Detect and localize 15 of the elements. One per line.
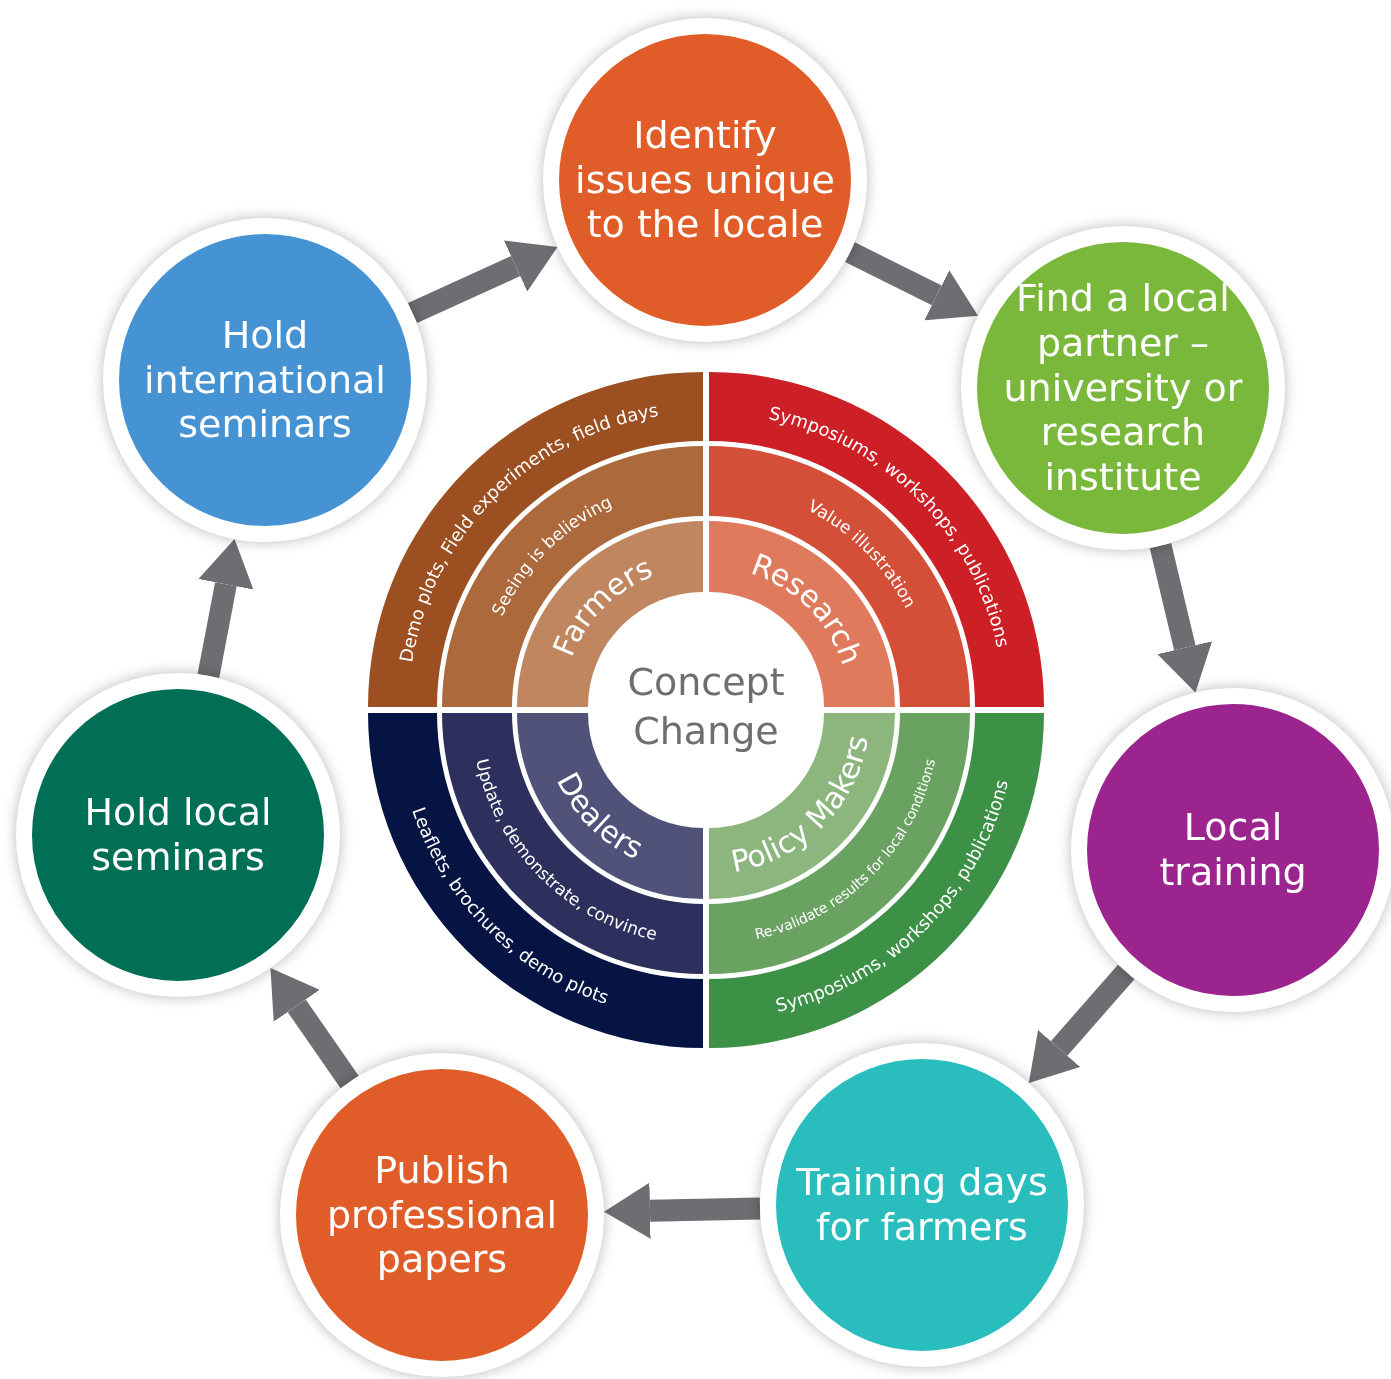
step-label: Find a local partner – university or research institute [1002,275,1244,501]
arrow [407,240,558,323]
step-label: Hold local seminars [83,790,273,880]
arrow [1149,543,1213,693]
center-label: Concept Change [626,660,785,756]
step-label: Identify issues unique to the locale [574,112,836,248]
arrow [845,242,978,321]
arrow [197,539,254,678]
arrow [604,1182,761,1239]
step-label: Training days for farmers [795,1160,1049,1250]
step-label: Local training [1158,805,1308,895]
arrow [1028,964,1135,1084]
arrow [270,968,359,1089]
step-label: Hold international seminars [143,312,387,448]
step-label: Publish professional papers [325,1147,559,1283]
